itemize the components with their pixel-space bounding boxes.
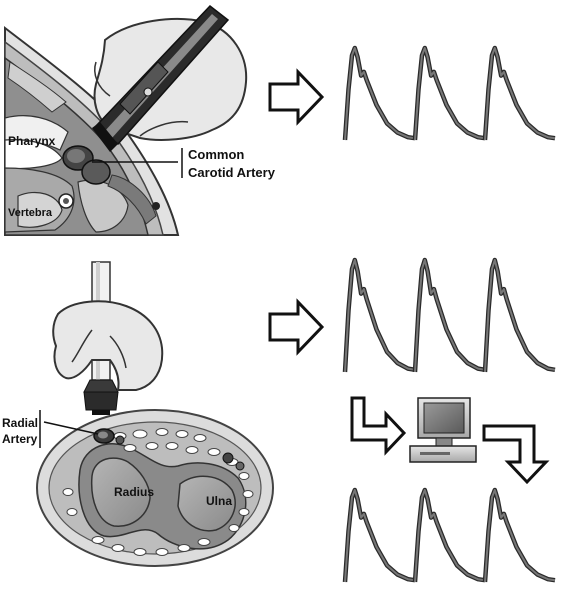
derived-waveform: [342, 487, 556, 583]
pharynx-label: Pharynx: [8, 134, 56, 148]
computer-icon: [409, 397, 477, 463]
hollow-right-arrow-icon-2: [268, 298, 325, 356]
radial-waveform-pulse: [414, 259, 486, 373]
radial-artery-label-line2: Artery: [2, 432, 38, 446]
carotid-waveform-pulse-outline: [342, 45, 416, 141]
ulna-label: Ulna: [206, 494, 232, 508]
vertebra-marker: [58, 193, 74, 209]
ulna-bone: [177, 475, 236, 532]
derived-waveform-pulse: [414, 489, 486, 583]
radial-artery-label-line1: Radial: [2, 416, 38, 430]
radial-artery-leader-line: [43, 421, 99, 435]
derived-waveform-pulse: [484, 489, 556, 583]
carotid-waveform-pulse: [414, 47, 486, 141]
neck-cross-section: Pharynx Vertebra Common Carotid Artery: [4, 25, 276, 236]
derived-waveform-pulse-outline: [482, 487, 556, 583]
carotid-waveform-pulse: [344, 47, 416, 141]
common-carotid-label-line2: Carotid Artery: [188, 165, 276, 180]
radial-waveform-pulse-outline: [482, 257, 556, 373]
derived-waveform-pulse-outline: [342, 487, 416, 583]
hollow-elbow-down-arrow-icon: [482, 424, 550, 485]
vertebra-label: Vertebra: [8, 207, 53, 219]
radial-waveform-pulse-outline: [342, 257, 416, 373]
carotid-waveform-pulse: [484, 47, 556, 141]
carotid-artery-shape: [62, 145, 111, 185]
derived-waveform-pulse: [344, 489, 416, 583]
carotid-waveform-pulse-outline: [412, 45, 486, 141]
hollow-elbow-arrow-icon: [350, 396, 407, 456]
radial-waveform-pulse-outline: [412, 257, 486, 373]
radius-bone: [90, 457, 151, 527]
hollow-right-arrow-icon: [268, 68, 325, 126]
radius-label: Radius: [114, 485, 154, 499]
derived-waveform-pulse-outline: [412, 487, 486, 583]
hand-icon-probe: [52, 300, 164, 391]
carotid-waveform: [342, 45, 556, 141]
tonometer-pen-icon: [92, 4, 230, 152]
radial-waveform-pulse: [344, 259, 416, 373]
radial-waveform: [342, 257, 556, 373]
radial-artery-shape: [93, 428, 125, 445]
radial-waveform-pulse: [484, 259, 556, 373]
waveforms: [342, 45, 556, 583]
wrist-cross-section: Radius Ulna Radial Artery: [2, 409, 274, 567]
common-carotid-label-line1: Common: [188, 147, 244, 162]
carotid-waveform-pulse-outline: [482, 45, 556, 141]
